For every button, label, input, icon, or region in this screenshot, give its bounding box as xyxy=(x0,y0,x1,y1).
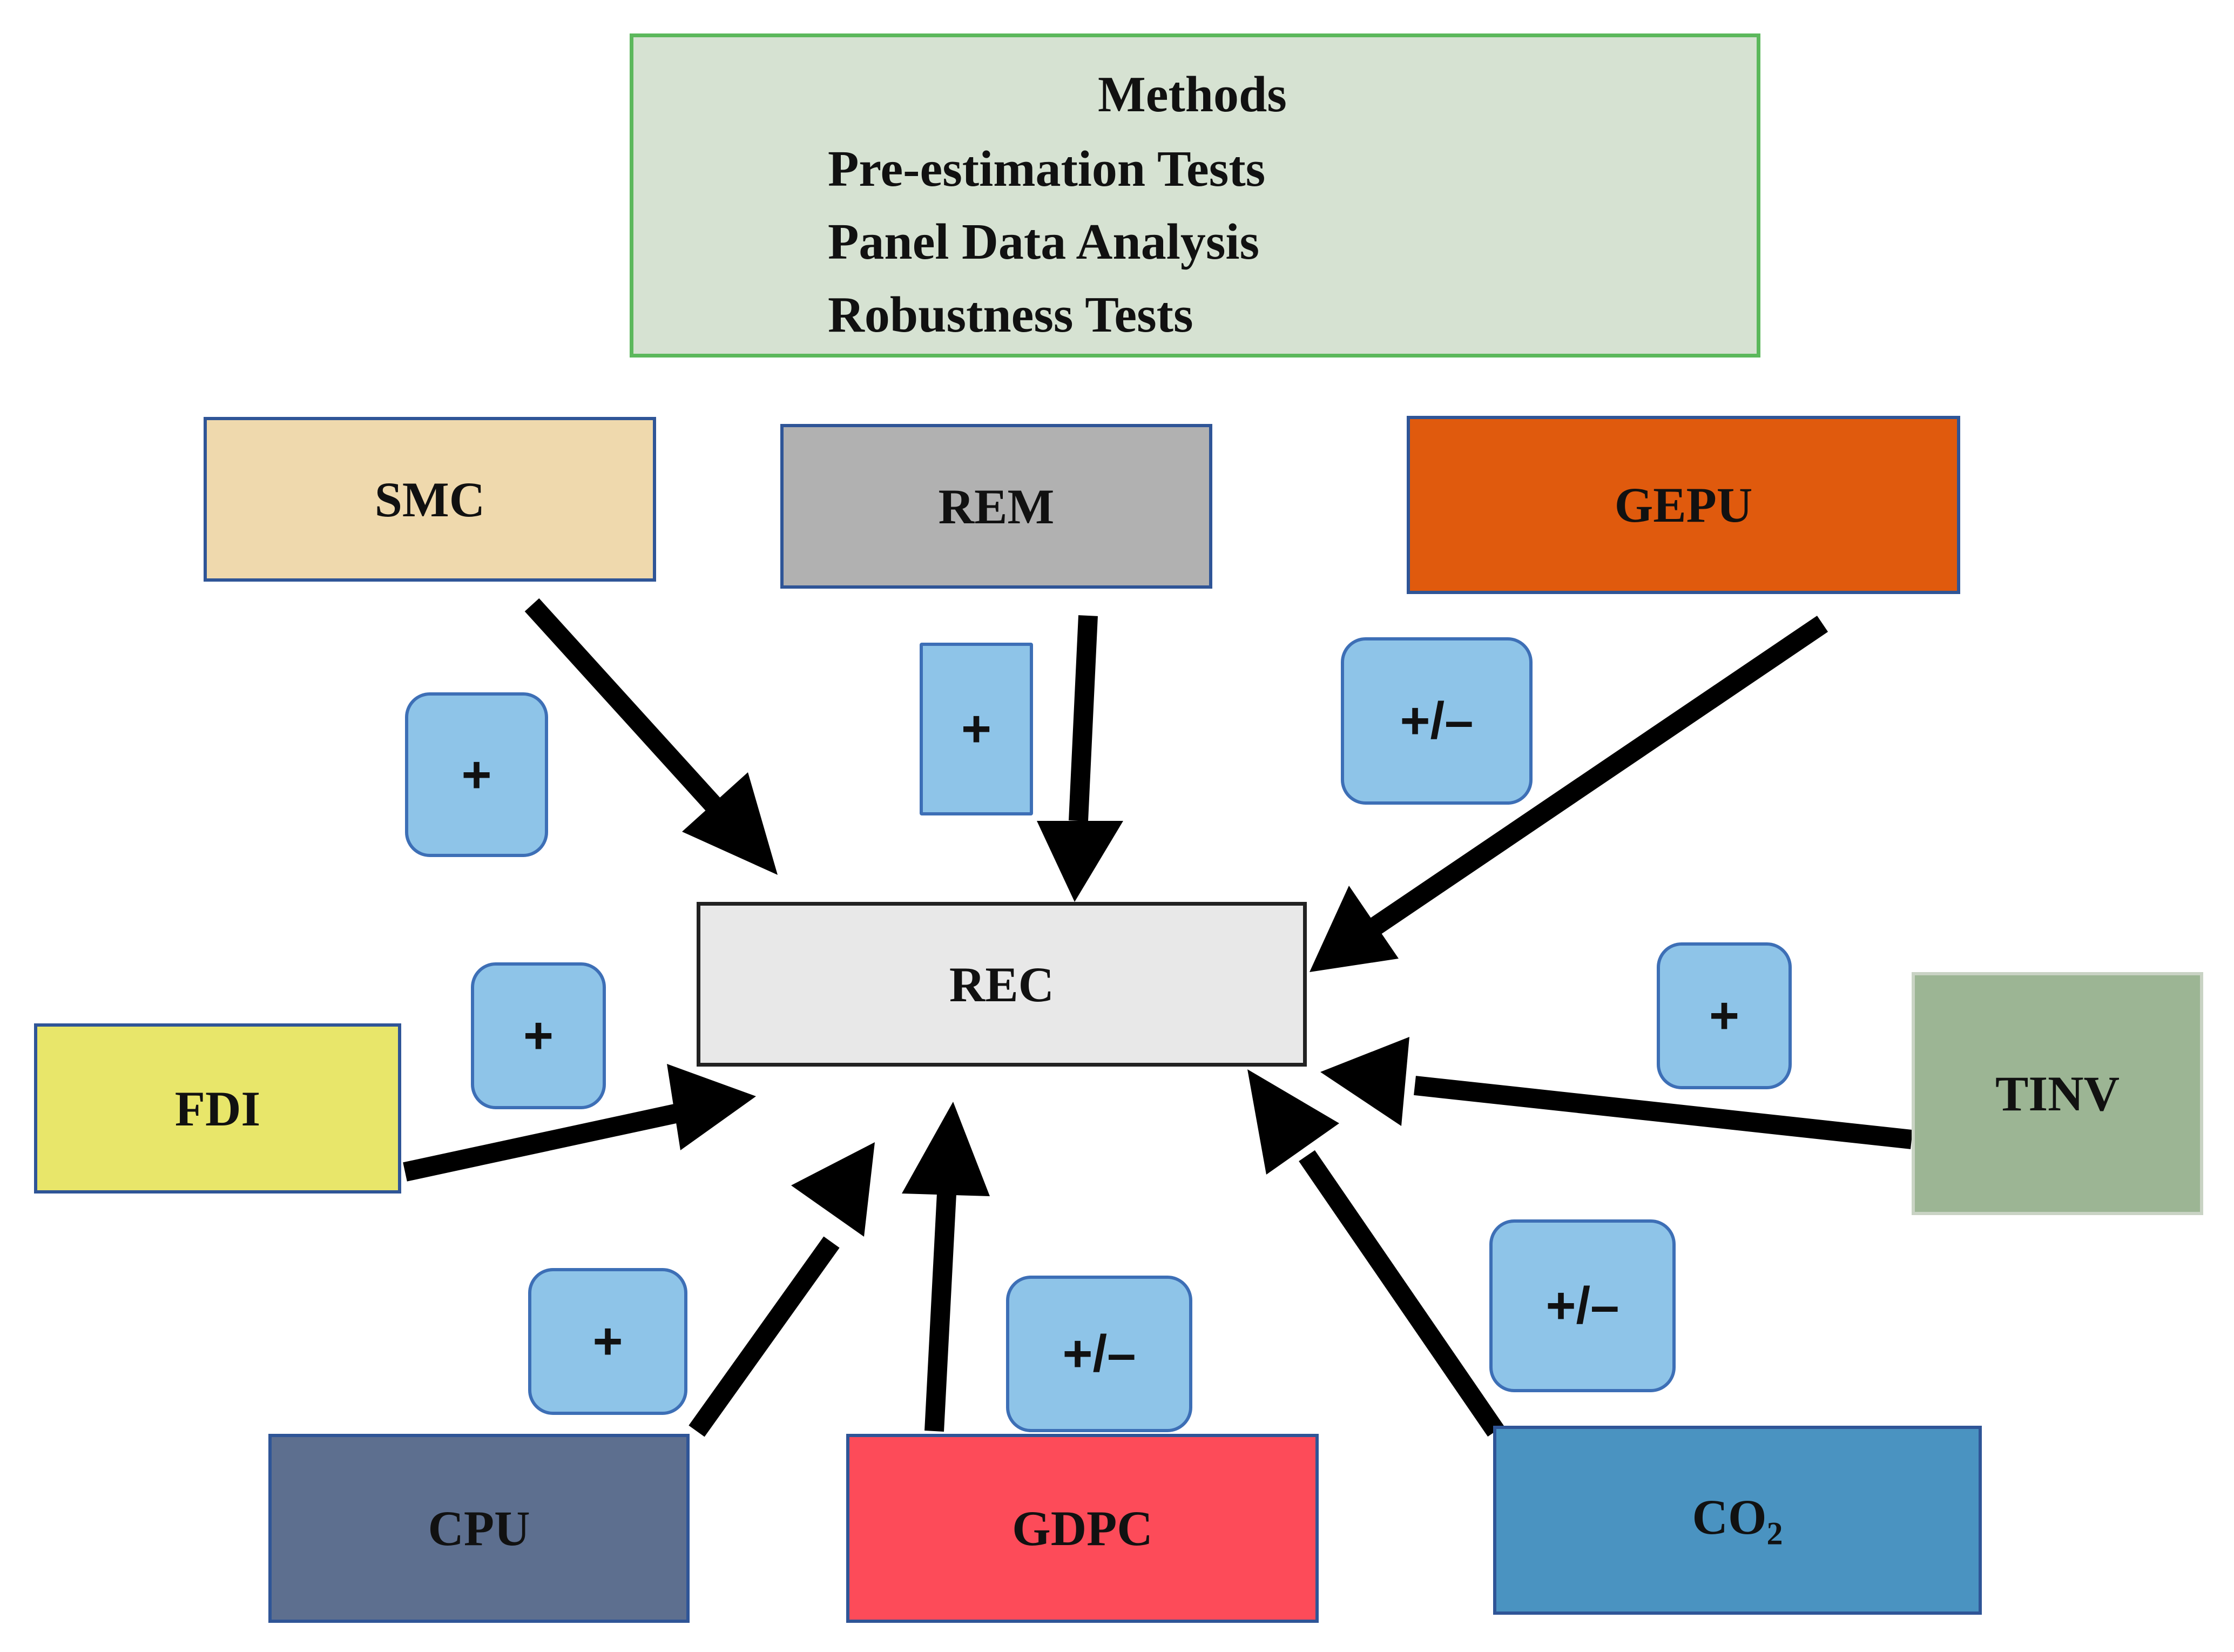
sign-fdi: + xyxy=(471,962,606,1109)
arrow-head-smc xyxy=(682,772,778,875)
sign-tinv-label: + xyxy=(1709,987,1740,1044)
arrow-head-fdi xyxy=(667,1064,756,1150)
node-cpu: CPU xyxy=(268,1434,690,1623)
arrow-head-cpu xyxy=(791,1142,875,1237)
arrow-gdpc-rec xyxy=(924,1193,956,1432)
node-co2-main: CO xyxy=(1692,1489,1767,1545)
node-tinv: TINV xyxy=(1912,972,2203,1215)
arrow-rem-rec xyxy=(1069,615,1098,821)
node-smc: SMC xyxy=(204,417,656,582)
node-fdi: FDI xyxy=(34,1023,401,1194)
node-fdi-label: FDI xyxy=(174,1081,261,1136)
arrow-head-co2 xyxy=(1247,1069,1339,1175)
node-gepu-label: GEPU xyxy=(1614,477,1753,532)
node-rem-label: REM xyxy=(938,478,1055,534)
sign-rem: + xyxy=(920,643,1033,815)
sign-gdpc: +/– xyxy=(1006,1276,1192,1432)
method-robustness: Robustness Tests xyxy=(828,287,1193,343)
arrow-head-rem xyxy=(1037,821,1123,902)
arrow-tinv-rec xyxy=(1414,1076,1913,1149)
sign-smc: + xyxy=(405,692,548,857)
methods-box: Methods Pre-estimation Tests Panel Data … xyxy=(630,33,1760,358)
node-co2-label: CO2 xyxy=(1692,1488,1783,1552)
arrow-cpu-rec xyxy=(689,1236,840,1437)
node-co2: CO2 xyxy=(1493,1426,1982,1615)
node-tinv-label: TINV xyxy=(1995,1066,2120,1121)
sign-rem-label: + xyxy=(961,700,992,758)
sign-smc-label: + xyxy=(461,745,492,804)
node-smc-label: SMC xyxy=(374,471,485,527)
arrow-head-tinv xyxy=(1320,1037,1409,1126)
methods-title: Methods xyxy=(1098,66,1287,123)
node-gdpc-label: GDPC xyxy=(1012,1501,1153,1556)
method-pre-estimation: Pre-estimation Tests xyxy=(828,141,1266,197)
arrow-co2-rec xyxy=(1299,1150,1504,1437)
node-co2-subscript: 2 xyxy=(1766,1515,1783,1552)
node-gdpc: GDPC xyxy=(846,1434,1319,1623)
sign-gepu: +/– xyxy=(1341,637,1533,805)
method-panel-data: Panel Data Analysis xyxy=(828,214,1260,270)
sign-gepu-label: +/– xyxy=(1400,692,1474,750)
sign-tinv: + xyxy=(1657,942,1792,1089)
node-cpu-label: CPU xyxy=(428,1501,530,1556)
sign-gdpc-label: +/– xyxy=(1062,1325,1136,1383)
node-gepu: GEPU xyxy=(1407,416,1960,594)
sign-cpu-label: + xyxy=(592,1312,623,1370)
arrow-gepu-rec xyxy=(1366,616,1828,937)
sign-co2: +/– xyxy=(1489,1219,1676,1392)
arrow-head-gepu xyxy=(1310,886,1399,972)
node-rec-label: REC xyxy=(949,956,1055,1012)
sign-co2-label: +/– xyxy=(1545,1277,1619,1334)
node-rec: REC xyxy=(697,902,1307,1067)
node-rem: REM xyxy=(780,424,1212,589)
sign-cpu: + xyxy=(528,1268,687,1415)
sign-fdi-label: + xyxy=(523,1007,554,1064)
arrow-smc-rec xyxy=(524,598,726,817)
arrow-head-gdpc xyxy=(902,1102,990,1196)
arrow-fdi-rec xyxy=(403,1103,683,1182)
